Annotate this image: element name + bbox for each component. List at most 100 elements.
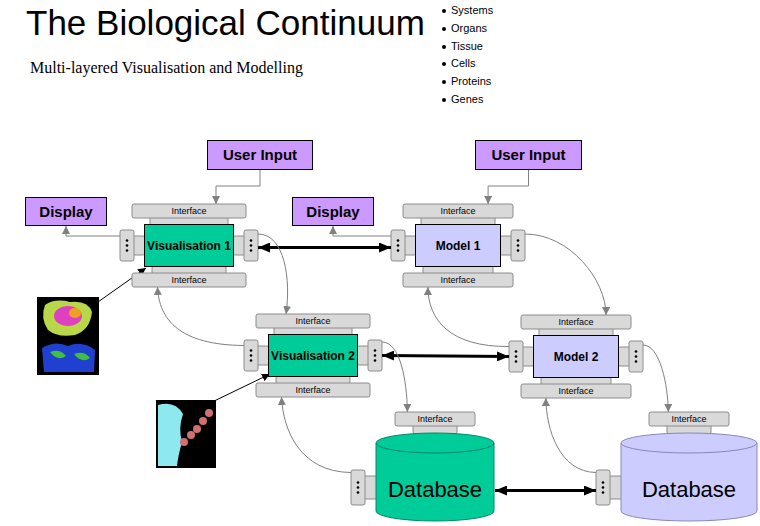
node-label: Database <box>620 477 758 503</box>
interface-label: Interface <box>403 204 513 218</box>
interface-tab <box>511 230 525 261</box>
node-text: Display <box>39 203 92 221</box>
node-text: Model 2 <box>554 350 599 364</box>
flow-arrow <box>282 397 352 473</box>
tab-dot <box>602 491 605 494</box>
bullet-item: Genes <box>440 91 483 109</box>
tab-dot <box>250 354 253 357</box>
flow-arrow <box>525 234 606 315</box>
tab-dot <box>126 244 129 247</box>
model-box: Model 2 <box>533 335 619 378</box>
interface-tab <box>596 470 610 505</box>
tab-dot <box>635 355 638 358</box>
bullet-item: Tissue <box>440 38 483 56</box>
tab-dot <box>374 354 377 357</box>
interface-label: Interface <box>521 384 631 398</box>
flow-arrow <box>546 398 596 473</box>
node-label: User Input <box>491 146 565 164</box>
node-text: Display <box>306 203 359 221</box>
node-label: Database <box>375 477 495 503</box>
tab-dot <box>374 349 377 352</box>
interface-tab <box>120 230 134 261</box>
interface-label: Interface <box>395 412 475 426</box>
tab-dot <box>517 239 520 242</box>
tab-dot <box>357 481 360 484</box>
node-label: Model 2 <box>554 350 599 364</box>
node-label: Visualisation 2 <box>271 349 355 363</box>
tab-dot <box>602 481 605 484</box>
interface-tab <box>244 230 258 261</box>
flow-arrow <box>643 345 668 412</box>
flow-arrow <box>258 234 288 314</box>
interface-label: Interface <box>132 273 246 287</box>
interface-tab <box>649 412 729 426</box>
tab-dot <box>250 239 253 242</box>
node-text: Visualisation 1 <box>147 239 231 253</box>
interface-label: Interface <box>256 314 370 328</box>
interface-label: Interface <box>403 273 513 287</box>
flow-arrow <box>488 170 528 204</box>
flow-arrow <box>333 226 391 236</box>
tab-dot <box>250 244 253 247</box>
tab-dot <box>517 249 520 252</box>
node-text: Database <box>375 477 495 503</box>
node-text: Database <box>620 477 758 503</box>
database-cylinder: Database <box>375 432 495 522</box>
tab-dot <box>250 249 253 252</box>
flow-arrow <box>382 342 407 412</box>
tab-dot <box>126 249 129 252</box>
node-label: Display <box>306 203 359 221</box>
diagram-title: The Biological Continuum <box>26 2 425 44</box>
interface-tab <box>521 384 631 398</box>
interface-tab <box>256 314 370 328</box>
database-cylinder: Database <box>620 432 758 522</box>
bullet-item: Systems <box>440 2 493 20</box>
bullet-item: Proteins <box>440 73 491 91</box>
flow-arrow <box>66 226 120 236</box>
interface-tab <box>629 341 643 372</box>
node-label: Display <box>39 203 92 221</box>
io-box: User Input <box>207 140 313 170</box>
node-label: Model 1 <box>436 239 481 253</box>
subtitle: Multi-layered Visualisation and Modellin… <box>30 58 303 78</box>
bullet-item: Cells <box>440 55 475 73</box>
interface-label: Interface <box>649 412 729 426</box>
interface-tab <box>132 273 246 287</box>
interface-label: Interface <box>256 383 370 397</box>
node-text: User Input <box>491 146 565 164</box>
visualisation-box: Visualisation 2 <box>268 334 358 377</box>
tab-dot <box>517 244 520 247</box>
io-box: User Input <box>475 140 582 170</box>
tab-dot <box>515 355 518 358</box>
tab-dot <box>397 239 400 242</box>
flow-arrow <box>428 287 509 347</box>
flow-arrow <box>158 287 245 346</box>
interface-tab <box>256 383 370 397</box>
model-box: Model 1 <box>415 224 501 267</box>
interface-tab <box>395 412 475 426</box>
exchange-arrow <box>382 356 509 357</box>
tab-dot <box>515 360 518 363</box>
tab-dot <box>357 486 360 489</box>
node-text: Visualisation 2 <box>271 349 355 363</box>
visualisation-box: Visualisation 1 <box>144 224 234 267</box>
io-box: Display <box>25 197 107 226</box>
tab-dot <box>374 359 377 362</box>
tab-dot <box>126 239 129 242</box>
node-text: User Input <box>223 146 297 164</box>
vessel-image <box>156 400 216 468</box>
tab-dot <box>635 360 638 363</box>
tab-dot <box>397 249 400 252</box>
tab-dot <box>397 244 400 247</box>
tab-dot <box>250 349 253 352</box>
io-box: Display <box>292 197 374 226</box>
cylinder-body <box>621 433 757 521</box>
tab-dot <box>357 491 360 494</box>
interface-tab <box>509 341 523 372</box>
node-label: User Input <box>223 146 297 164</box>
cylinder-rim <box>621 443 757 453</box>
tab-dot <box>635 350 638 353</box>
flow-arrow <box>216 170 260 204</box>
interface-tab <box>132 204 246 218</box>
